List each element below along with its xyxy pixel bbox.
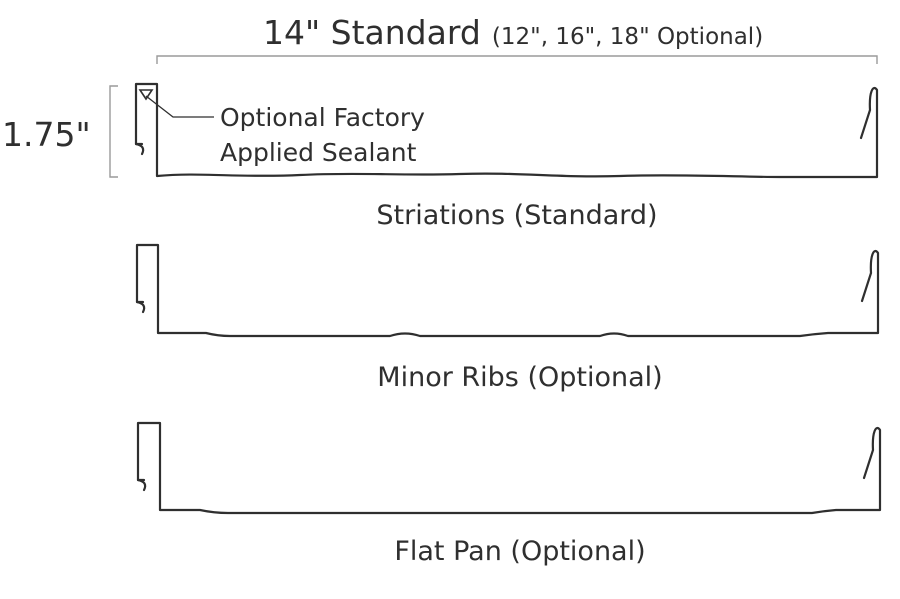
sealant-callout-leader [145,95,214,118]
width-label-main: 14" Standard [263,13,481,52]
flat-pan-profile-outline [136,421,882,515]
profile-label-minor-ribs: Minor Ribs (Optional) [377,362,662,393]
callout-line-2: Applied Sealant [220,138,417,167]
sealant-bead [138,89,154,101]
profile-label-striations: Striations (Standard) [376,200,657,231]
profile-striations: Optional Factory Applied Sealant Striati… [134,82,879,231]
flat-pan-hem-hook [136,478,147,492]
height-dimension: 1.75" [2,85,118,178]
striations-profile-outline [134,82,879,179]
width-dimension-line [156,55,878,64]
profile-flat-pan: Flat Pan (Optional) [136,421,882,567]
height-label: 1.75" [2,115,91,154]
height-dimension-bracket [109,85,118,178]
minor-ribs-hem-hook [135,300,146,314]
svg-text:14" Standard (12", 16",: 14" Standard (12", 16", 18" Optional) [263,13,763,52]
profile-label-flat-pan: Flat Pan (Optional) [394,536,645,567]
width-label-sub: (12", 16", 18" Optional) [492,24,763,50]
striations-hem-hook [134,142,145,156]
minor-ribs-profile-outline [135,243,880,338]
callout-line-1: Optional Factory [220,103,425,132]
profile-minor-ribs: Minor Ribs (Optional) [135,243,880,393]
width-dimension: 14" Standard (12", 16", 18" Optional) [156,13,878,64]
